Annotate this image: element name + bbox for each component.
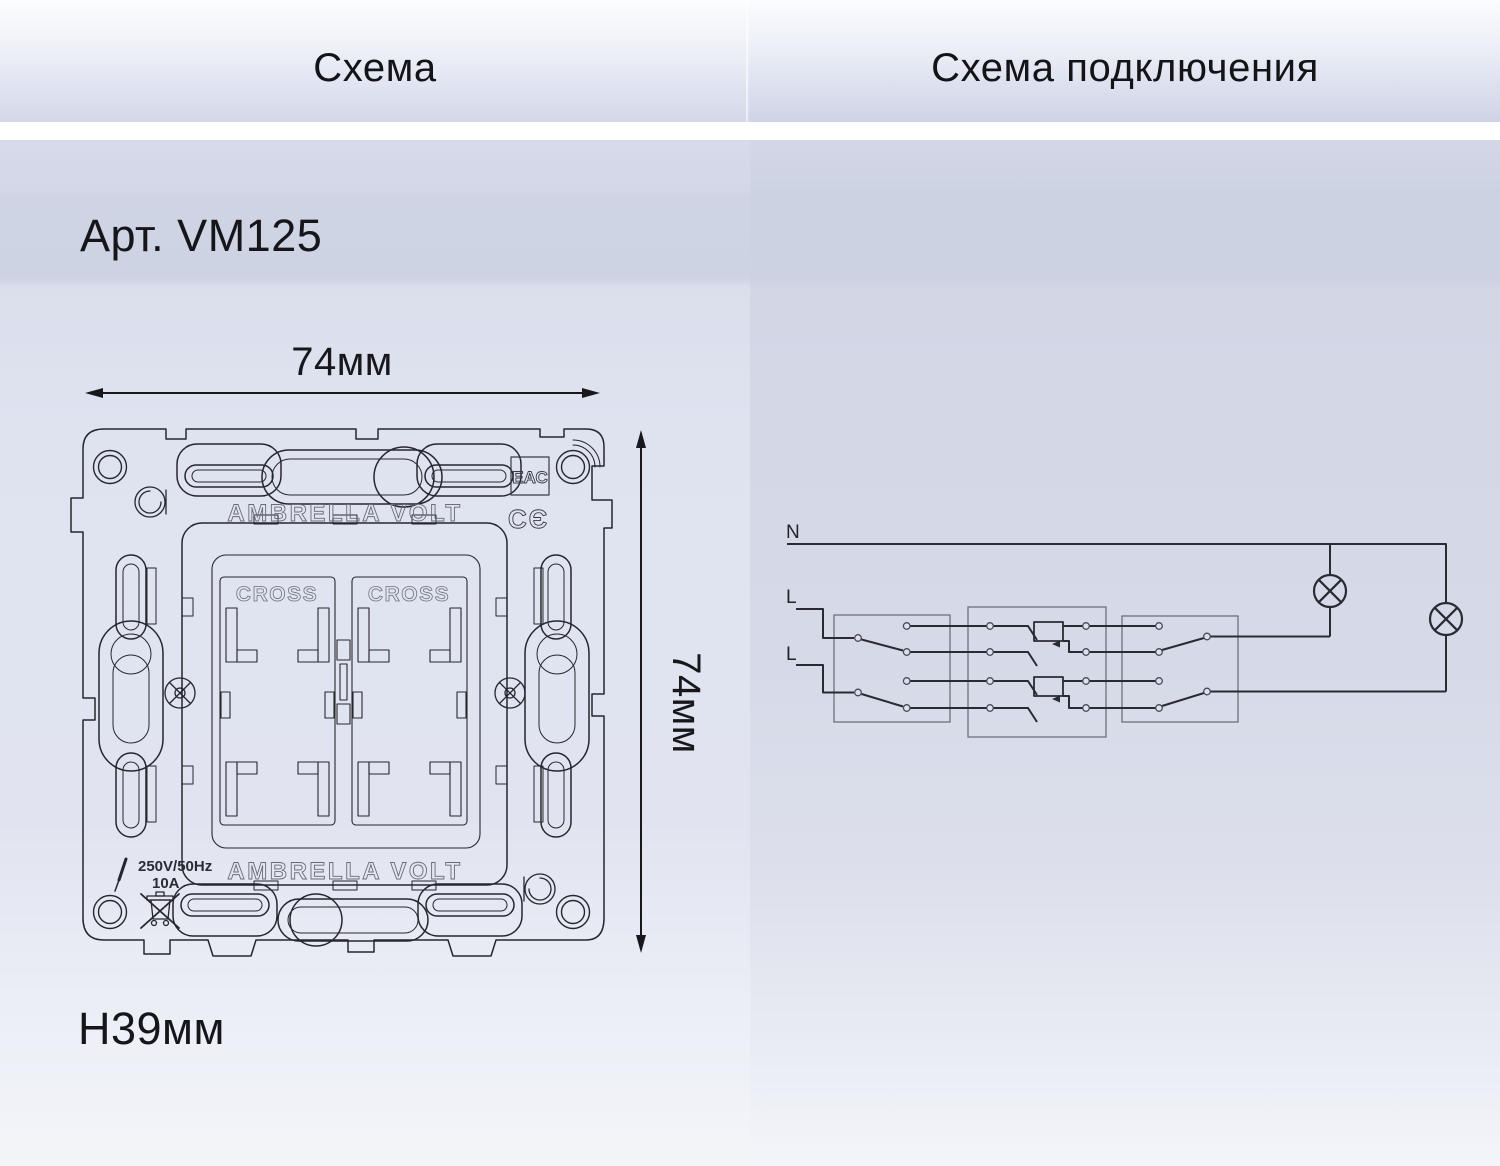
scheme-panel-background bbox=[0, 140, 750, 1166]
brand-text-bottom: AMBRELLA VOLT bbox=[227, 858, 462, 885]
corner-relief-arcs bbox=[572, 439, 601, 468]
rating-current: 10A bbox=[152, 875, 180, 892]
module-label-right: CROSS bbox=[368, 583, 450, 606]
neutral-wire bbox=[787, 543, 1447, 603]
peanut-slot-bottom bbox=[277, 893, 429, 947]
switch-box-2 bbox=[967, 606, 1107, 738]
lamp-symbol-2 bbox=[1428, 601, 1464, 637]
height-dimension-label: 74мм bbox=[664, 652, 708, 754]
article-number: Арт. VM125 bbox=[80, 210, 323, 261]
corner-screw-holes bbox=[92, 449, 591, 930]
line2-label: L bbox=[786, 644, 797, 665]
ce-mark: CЄ bbox=[508, 504, 549, 534]
neutral-label: N bbox=[786, 522, 800, 543]
rating-voltage: 250V/50Hz bbox=[138, 858, 212, 875]
switch-module-left bbox=[219, 576, 336, 826]
line1-label: L bbox=[786, 587, 797, 608]
switch-module-right bbox=[351, 576, 468, 826]
wiring-title: Схема подключения bbox=[931, 46, 1319, 90]
claw-slot-bottom-left bbox=[172, 883, 278, 937]
header-cell-left bbox=[0, 0, 750, 122]
peanut-slot-top bbox=[261, 446, 443, 508]
claw-slot-top-left bbox=[176, 443, 282, 497]
wiring-terminals bbox=[854, 622, 1211, 712]
scheme-title: Схема bbox=[313, 46, 437, 90]
wiring-switch-boxes bbox=[833, 606, 1239, 738]
module-connector bbox=[336, 639, 351, 725]
claw-slot-bottom-right bbox=[417, 883, 523, 937]
eac-mark: ЕАС bbox=[510, 456, 550, 496]
line1-feed bbox=[796, 608, 854, 639]
switch-box-3 bbox=[1121, 615, 1239, 723]
claw-slot-top-right bbox=[416, 443, 522, 497]
switch-box-1 bbox=[833, 614, 951, 723]
module-label-left: CROSS bbox=[236, 583, 318, 606]
mechanism-housing bbox=[181, 514, 508, 891]
header-cell-right bbox=[750, 0, 1500, 122]
side-slots-right bbox=[524, 554, 590, 838]
brand-text-top: AMBRELLA VOLT bbox=[227, 500, 462, 527]
side-screw-right bbox=[494, 677, 526, 709]
eac-mark-text: ЕАС bbox=[512, 468, 547, 487]
dimension-annotations bbox=[85, 388, 646, 953]
line2-feed bbox=[796, 664, 854, 694]
header-separator-strip bbox=[0, 122, 1500, 140]
side-slots-left bbox=[98, 554, 164, 838]
screwdriver-icon bbox=[114, 857, 128, 892]
plate-outline bbox=[70, 428, 613, 957]
width-dimension-label: 74мм bbox=[291, 340, 393, 384]
crossed-bin-icon bbox=[140, 891, 180, 929]
wiring-diagram: N L L bbox=[786, 522, 1464, 738]
wiring-wires bbox=[787, 543, 1447, 723]
mounting-plate-drawing: ЕАС CЄ bbox=[70, 428, 613, 957]
side-screw-left bbox=[164, 677, 196, 709]
brand-logo-swirl-top bbox=[134, 486, 167, 518]
depth-dimension-label: H39мм bbox=[78, 1003, 225, 1054]
lamp-symbol-1 bbox=[1312, 573, 1348, 609]
brand-logo-swirl-bottom bbox=[523, 873, 556, 905]
